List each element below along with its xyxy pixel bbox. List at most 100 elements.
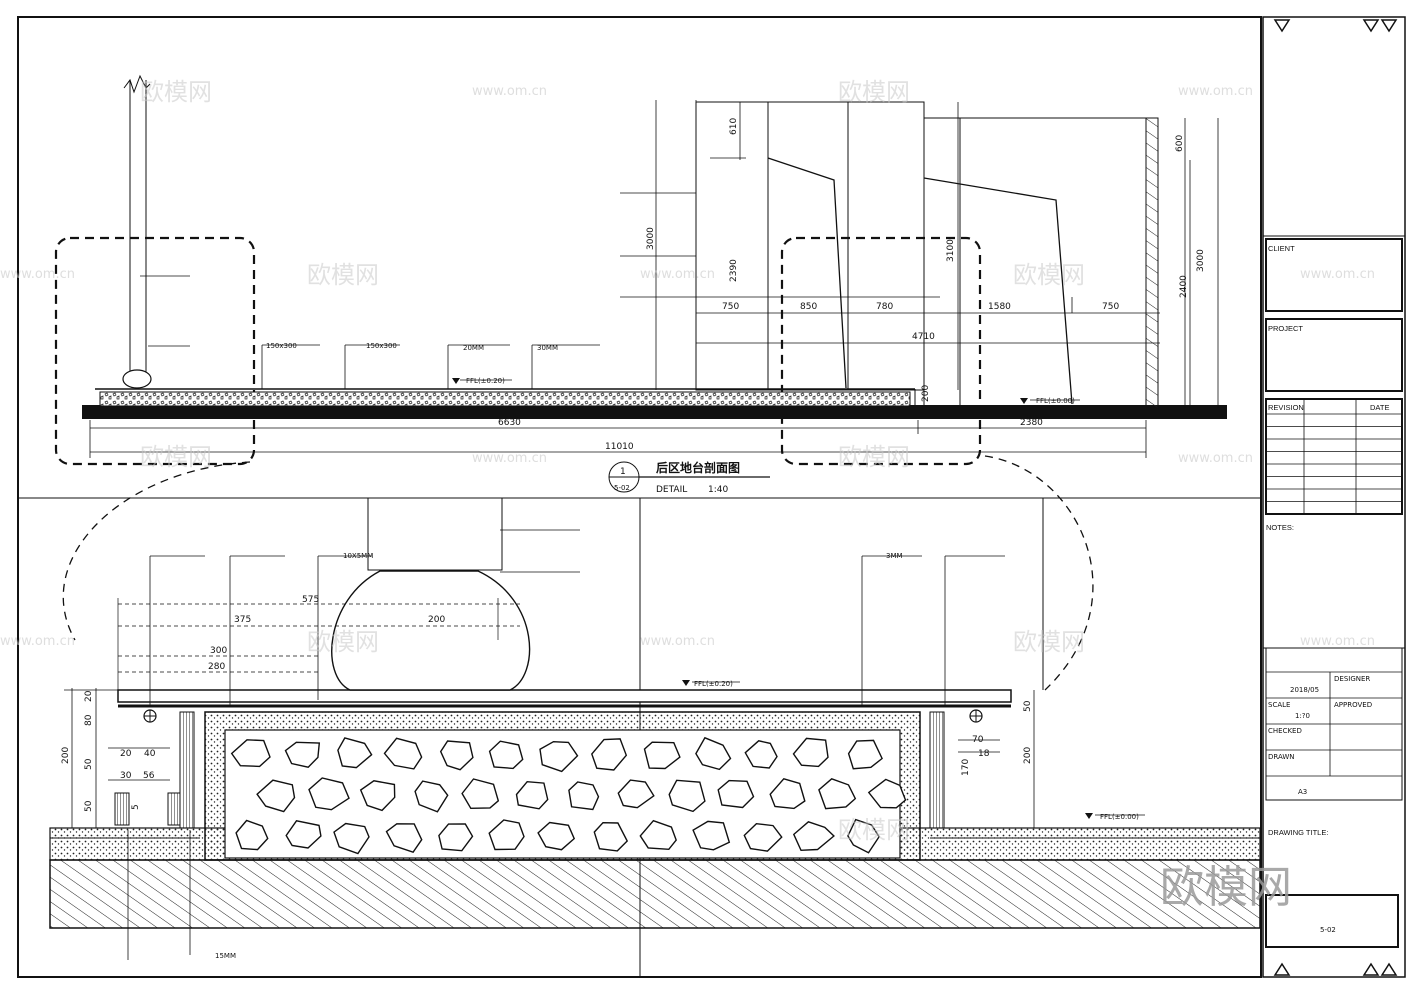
dim-3000a: 3000 [646,227,656,250]
stone [792,737,829,768]
site-watermark: www.om.cn [1300,634,1375,649]
stone [414,780,449,813]
dim-3100: 3100 [946,239,956,262]
brand-watermark: 欧模网 [1013,261,1085,289]
stone [568,781,600,811]
dim-2380: 2380 [1020,418,1043,428]
stone [668,779,706,813]
dim-b5: 5 [131,804,141,810]
dim-r70: 70 [972,735,984,745]
ffl-upper-high: FFL(±0.20) [466,377,505,385]
site-watermark: www.om.cn [472,451,547,466]
dim-b20: 20 [120,749,132,759]
spec-30mm: 30MM [537,344,558,352]
site-watermark: www.om.cn [472,84,547,99]
brand-watermark: 欧模网 [838,816,910,844]
spec-10x5mm: 10X5MM [343,552,373,560]
site-watermark: www.om.cn [640,267,715,282]
dim-1580: 1580 [988,302,1011,312]
brand-watermark: 欧模网 [1013,628,1085,656]
dim-l200: 200 [61,747,71,764]
dim-780: 780 [876,302,893,312]
approved-label: APPROVED [1334,701,1372,709]
dim-r18: 18 [978,749,990,759]
site-watermark: www.om.cn [0,267,75,282]
section-title: 后区地台剖面图 [656,460,740,475]
stone [593,821,629,852]
stone [256,779,296,813]
dim-b40: 40 [144,749,156,759]
notes-label: NOTES: [1266,523,1294,532]
dim-200-h: 200 [428,615,445,625]
site-watermark: www.om.cn [1300,267,1375,282]
spec-15mm: 15MM [215,952,236,960]
detail-number: 1 [620,467,626,477]
dim-b30: 30 [120,771,132,781]
stone [235,819,269,851]
dim-600: 600 [1175,135,1185,152]
tile-spec-1: 150x300 [266,342,297,350]
dim-200: 200 [921,385,931,402]
stone [847,818,880,854]
detail-sheet-ref: 5-02 [614,484,630,492]
stone [488,819,525,851]
stone [847,739,883,770]
dim-l50b: 50 [84,800,94,812]
stone [695,736,732,771]
corner-watermark: 欧模网 [1160,862,1292,913]
stone [337,737,373,769]
stone [359,780,396,812]
dim-750b: 750 [1102,302,1119,312]
dim-2400: 2400 [1179,275,1189,298]
dim-3000b: 3000 [1196,249,1206,272]
stone [230,739,271,768]
revision-date-label: DATE [1370,403,1389,412]
scale-value: 1:40 [708,485,728,495]
drawn-label: DRAWN [1268,753,1295,761]
revision-label: REVISION [1268,403,1304,412]
dim-575: 575 [302,595,319,605]
stone [769,778,806,810]
spec-20mm: 20MM [463,344,484,352]
stone [308,777,350,811]
spec-3mm: 3MM [886,552,903,560]
site-watermark: www.om.cn [0,634,75,649]
stone [284,741,321,768]
brand-watermark: 欧模网 [140,78,212,106]
stone [439,740,474,771]
brand-watermark: 欧模网 [307,628,379,656]
scale-field-value: 1:?0 [1295,712,1310,720]
client-label: CLIENT [1268,244,1295,253]
dim-6630: 6630 [498,418,521,428]
stone [867,778,907,809]
stone [383,737,423,770]
title-block: CLIENT PROJECT REVISION DATE NOTES: DESI… [1262,16,1406,978]
dim-375: 375 [234,615,251,625]
stone [333,822,370,855]
brand-watermark: 欧模网 [838,78,910,106]
stone [639,819,677,851]
designer-label: DESIGNER [1334,675,1370,683]
dim-l20: 20 [84,690,94,702]
ffl-upper-low: FFL(±0.00) [1036,397,1075,405]
dim-280: 280 [208,662,225,672]
stone [539,740,579,773]
stone [515,780,549,810]
dim-750a: 750 [722,302,739,312]
stone [461,778,500,810]
site-watermark: www.om.cn [1178,84,1253,99]
stone [537,821,576,851]
stone [488,740,524,770]
checked-label: CHECKED [1268,727,1302,735]
stone [285,820,322,849]
dim-11010: 11010 [605,442,634,452]
dim-l80: 80 [84,714,94,726]
stone [717,779,755,809]
stone-fill [230,736,907,855]
dim-4710: 4710 [912,332,935,342]
stone [743,822,783,852]
stone [818,778,857,810]
sheet-number: 5-02 [1320,926,1336,934]
